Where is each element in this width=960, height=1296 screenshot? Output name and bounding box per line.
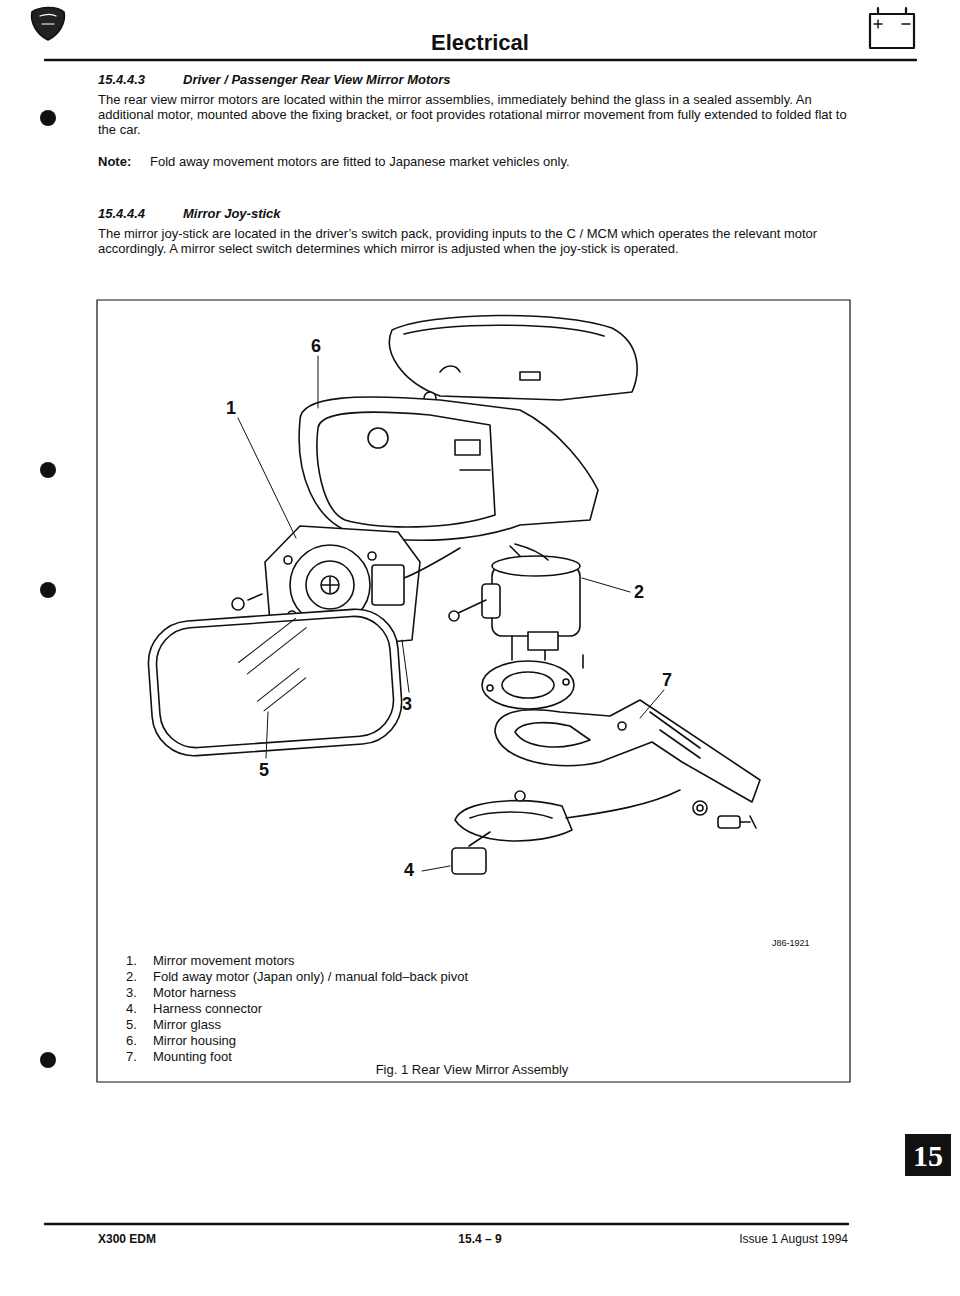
list-number: 5. <box>126 1017 137 1032</box>
jaguar-logo <box>32 8 65 41</box>
callout-number: 5 <box>259 760 269 781</box>
section-number: 15.4.4.3 <box>98 72 145 87</box>
figure-code: J86-1921 <box>772 938 810 948</box>
section-heading: Mirror Joy-stick <box>183 206 783 221</box>
gasket-plate <box>482 655 583 709</box>
harness-connector <box>452 790 756 874</box>
callout-number: 3 <box>402 694 412 715</box>
figure-frame <box>97 300 850 1082</box>
footer-document: X300 EDM <box>98 1232 156 1246</box>
section-heading: Driver / Passenger Rear View Mirror Moto… <box>183 72 783 87</box>
list-number: 2. <box>126 969 137 984</box>
section-number: 15.4.4.4 <box>98 206 145 221</box>
body-paragraph: The rear view mirror motors are located … <box>98 92 863 137</box>
leader-lines <box>238 356 664 871</box>
list-item: Mirror housing <box>153 1033 753 1048</box>
issue-date: Issue 1 August 1994 <box>739 1232 848 1246</box>
list-number: 4. <box>126 1001 137 1016</box>
binder-holes <box>40 110 56 1068</box>
footer-rule <box>45 1223 848 1225</box>
battery-icon <box>870 8 914 48</box>
callout-number: 1 <box>226 398 236 419</box>
list-item: Mirror glass <box>153 1017 753 1032</box>
list-item: Mirror movement motors <box>153 953 753 968</box>
list-number: 6. <box>126 1033 137 1048</box>
callout-number: 4 <box>404 860 414 881</box>
section-tab <box>905 1134 951 1176</box>
list-item: Mounting foot <box>153 1049 753 1064</box>
callout-number: 7 <box>662 670 672 691</box>
page-title: Electrical <box>431 30 529 56</box>
mirror-glass <box>146 606 405 758</box>
list-item: Harness connector <box>153 1001 753 1016</box>
figure-caption: Fig. 1 Rear View Mirror Assembly <box>376 1062 569 1077</box>
callout-number: 6 <box>311 336 321 357</box>
list-item: Motor harness <box>153 985 753 1000</box>
list-number: 1. <box>126 953 137 968</box>
body-paragraph: The mirror joy-stick are located in the … <box>98 226 863 256</box>
note-label: Note: <box>98 154 131 169</box>
list-number: 7. <box>126 1049 137 1064</box>
fold-away-motor <box>449 544 580 660</box>
page-number: 15.4 – 9 <box>458 1232 501 1246</box>
mirror-housing <box>299 315 637 540</box>
callout-number: 2 <box>634 582 644 603</box>
section-tab-number: 15 <box>913 1138 943 1173</box>
header-rule <box>45 59 916 61</box>
note-text: Fold away movement motors are fitted to … <box>150 154 850 169</box>
list-item: Fold away motor (Japan only) / manual fo… <box>153 969 753 984</box>
list-number: 3. <box>126 985 137 1000</box>
mounting-foot <box>495 700 760 802</box>
